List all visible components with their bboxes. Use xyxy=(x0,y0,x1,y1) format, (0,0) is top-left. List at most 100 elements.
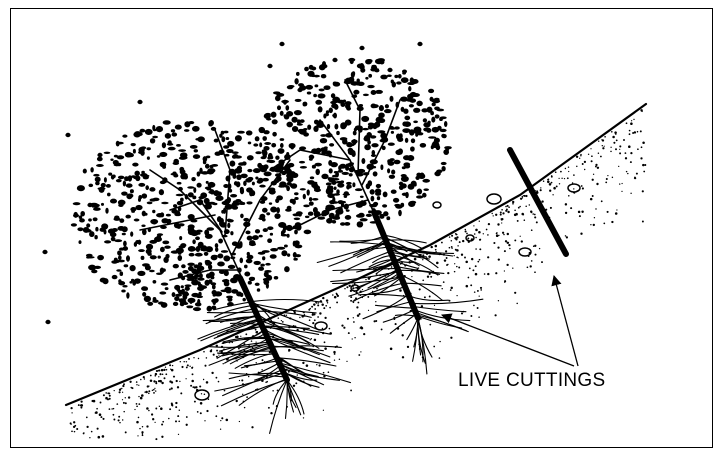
soil-speck xyxy=(134,409,135,410)
leaf xyxy=(405,192,409,198)
soil-speck xyxy=(239,380,240,381)
leaf xyxy=(444,121,447,127)
soil-speck xyxy=(502,212,504,214)
soil-speck xyxy=(185,378,186,379)
soil-speck xyxy=(70,407,72,409)
soil-speck xyxy=(458,257,459,258)
leaf xyxy=(371,154,376,157)
leaf xyxy=(196,230,203,233)
leaf xyxy=(192,239,196,244)
soil-speck xyxy=(200,402,203,405)
soil-speck xyxy=(613,142,615,144)
leaf xyxy=(270,206,277,212)
leaf xyxy=(285,105,289,111)
leaf xyxy=(120,271,124,276)
leaf xyxy=(180,169,186,174)
soil-speck xyxy=(217,405,219,407)
soil-speck xyxy=(534,245,536,247)
leaf xyxy=(157,155,161,158)
leaf xyxy=(111,260,118,263)
leaf xyxy=(211,255,217,258)
leaf xyxy=(186,305,193,308)
soil-speck xyxy=(435,249,437,251)
leaf xyxy=(245,231,250,235)
soil-speck xyxy=(169,364,171,366)
soil-speck xyxy=(444,259,446,261)
leaf xyxy=(421,108,428,112)
leaf xyxy=(332,178,339,181)
soil-speck xyxy=(170,369,171,370)
soil-speck xyxy=(136,405,138,407)
soil-speck xyxy=(215,415,217,417)
leaf xyxy=(427,121,430,125)
soil-speck xyxy=(632,132,634,134)
soil-speck xyxy=(142,433,144,435)
soil-speck xyxy=(615,148,617,150)
leaf xyxy=(188,266,194,271)
leaf xyxy=(317,93,325,98)
soil-speck xyxy=(354,337,355,338)
leaf xyxy=(161,283,168,286)
leaf xyxy=(414,127,422,133)
soil-speck xyxy=(119,422,121,424)
soil-speck xyxy=(360,327,362,329)
soil-speck xyxy=(611,131,613,133)
leaf xyxy=(204,252,209,256)
leaf xyxy=(183,174,188,179)
leaf xyxy=(346,209,350,211)
soil-speck xyxy=(479,221,480,222)
leaf xyxy=(140,129,146,133)
leaf xyxy=(364,144,371,150)
soil-speck xyxy=(629,133,631,135)
soil-speck xyxy=(91,431,93,433)
leaf xyxy=(177,255,182,261)
leaf xyxy=(166,214,171,217)
leaf xyxy=(294,110,302,115)
leaf xyxy=(441,166,445,171)
leaf xyxy=(395,150,402,156)
leaf xyxy=(197,266,205,272)
falling-leaf xyxy=(332,58,337,62)
soil-speck xyxy=(619,152,621,154)
leaf xyxy=(140,150,145,156)
soil-speck xyxy=(192,386,194,388)
soil-speck xyxy=(165,367,166,368)
soil-speck xyxy=(636,173,638,175)
soil-speck xyxy=(206,357,208,359)
leaf xyxy=(311,67,316,71)
leaf xyxy=(95,227,98,232)
leaf xyxy=(208,279,212,284)
soil-speck xyxy=(598,152,599,153)
soil-speck xyxy=(610,151,612,153)
soil-speck xyxy=(496,232,498,234)
soil-speck xyxy=(450,337,452,339)
soil-speck xyxy=(593,174,594,175)
leaf xyxy=(430,97,434,102)
soil-speck xyxy=(450,289,452,291)
soil-speck xyxy=(220,420,221,421)
leaf xyxy=(434,98,440,101)
leaf xyxy=(432,142,440,148)
soil-speck xyxy=(475,229,478,232)
leaf xyxy=(402,70,407,74)
leaf xyxy=(361,158,365,164)
soil-speck xyxy=(203,379,204,380)
soil-speck xyxy=(102,435,105,438)
soil-speck xyxy=(592,179,594,181)
leaf xyxy=(337,183,344,188)
root-strand xyxy=(270,380,287,433)
leaf xyxy=(309,201,314,205)
leaf xyxy=(223,145,229,148)
soil-speck xyxy=(341,324,343,326)
leaf xyxy=(78,240,81,244)
leaf xyxy=(215,195,223,201)
soil-speck xyxy=(241,379,243,381)
leaf xyxy=(403,162,410,166)
soil-speck xyxy=(142,426,143,427)
soil-speck xyxy=(549,190,551,192)
leaf xyxy=(242,298,245,302)
leaf xyxy=(119,218,124,223)
soil-speck xyxy=(525,195,527,197)
soil-speck xyxy=(303,417,304,418)
leaf xyxy=(205,262,211,265)
